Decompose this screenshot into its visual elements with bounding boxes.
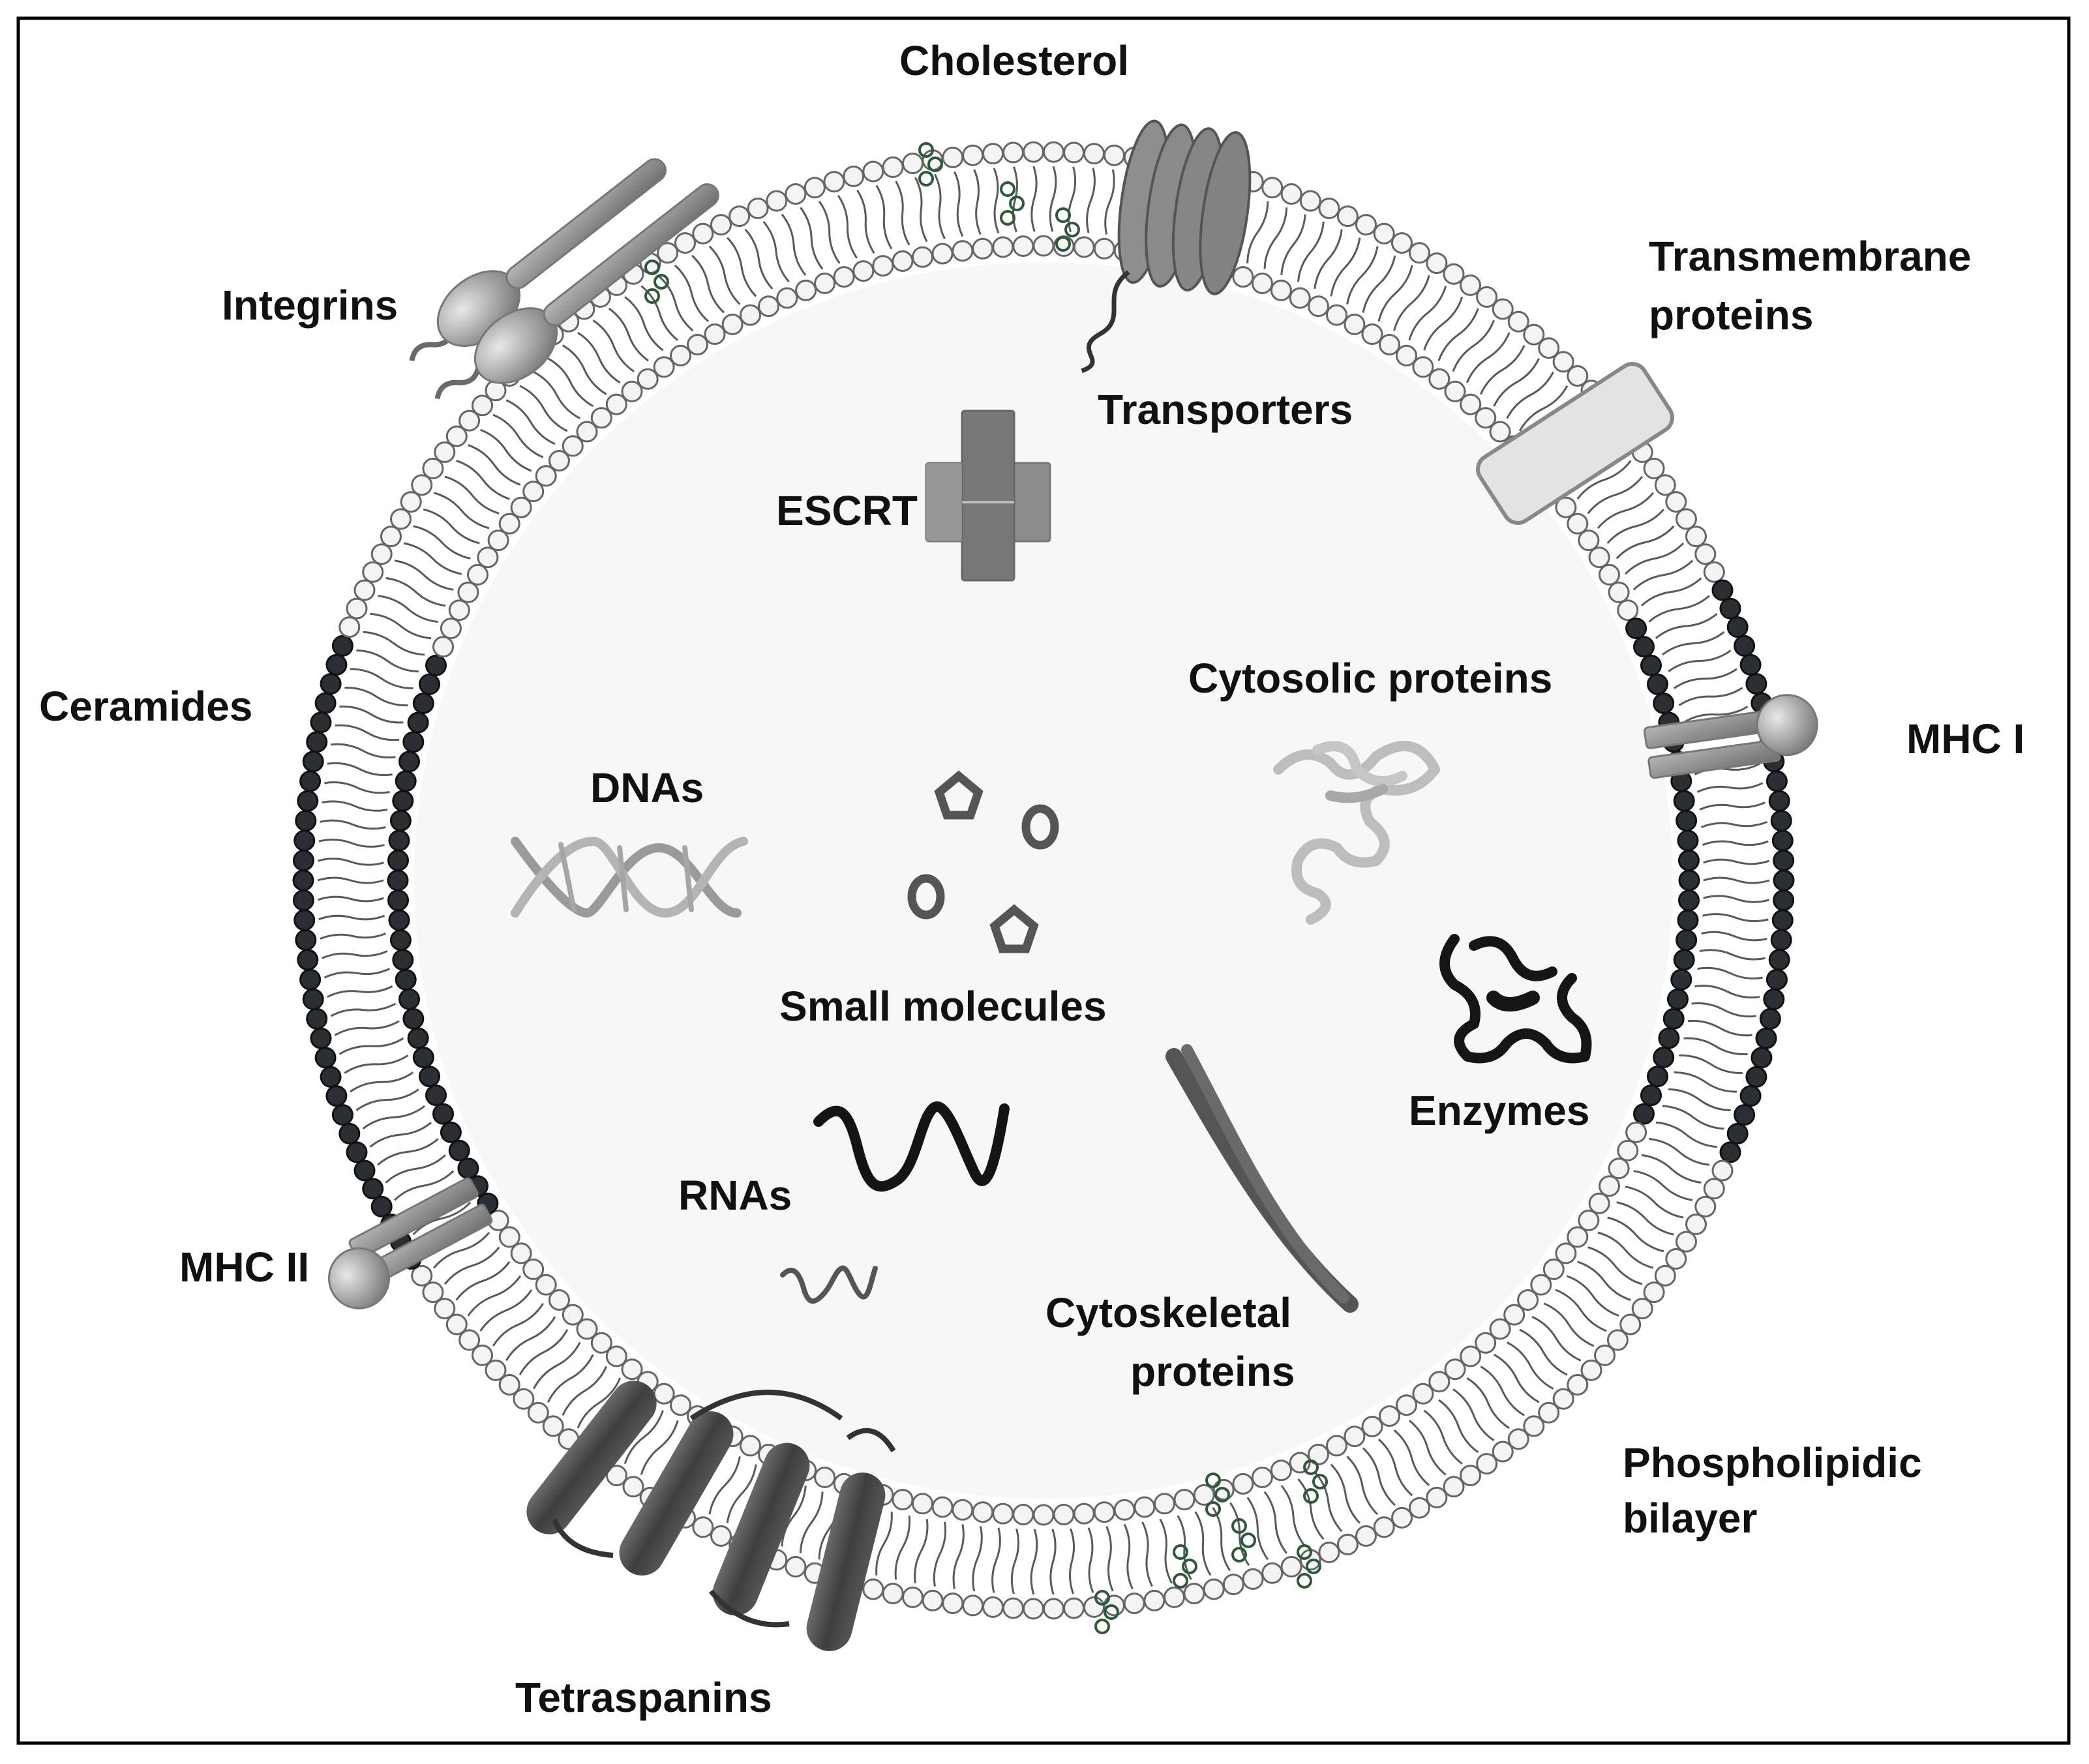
diagram-labels: Cholesterol Integrins Transmembrane prot… bbox=[39, 37, 2024, 1721]
label-dnas: DNAs bbox=[590, 764, 704, 811]
enzyme-icon bbox=[1439, 934, 1592, 1064]
label-cytoskeletal-line2: proteins bbox=[1130, 1348, 1295, 1395]
tetraspanin-icon bbox=[526, 1381, 896, 1651]
cytosolic-protein-icon bbox=[1273, 741, 1440, 925]
label-cholesterol: Cholesterol bbox=[899, 37, 1129, 84]
label-transporters: Transporters bbox=[1098, 386, 1353, 433]
label-small-molecules: Small molecules bbox=[779, 983, 1107, 1030]
label-phospholipidic-line2: bilayer bbox=[1623, 1495, 1757, 1542]
label-tetraspanins: Tetraspanins bbox=[515, 1674, 772, 1721]
label-enzymes: Enzymes bbox=[1409, 1087, 1589, 1134]
vesicle-lumen bbox=[414, 262, 1673, 1499]
escrt-icon bbox=[925, 410, 1051, 582]
label-cytoskeletal-line1: Cytoskeletal bbox=[1045, 1289, 1291, 1336]
figure-frame bbox=[16, 16, 2071, 1745]
label-rnas: RNAs bbox=[678, 1172, 792, 1219]
cholesterol-molecules bbox=[644, 142, 1328, 1634]
label-escrt: ESCRT bbox=[776, 487, 918, 534]
label-mhc2: MHC II bbox=[179, 1244, 309, 1291]
label-cytosolic-proteins: Cytosolic proteins bbox=[1188, 655, 1552, 702]
small-molecule-icon bbox=[907, 770, 1059, 953]
label-transmembrane-line1: Transmembrane bbox=[1649, 233, 1971, 280]
cytoskeletal-filament-icon bbox=[1165, 1044, 1359, 1313]
label-integrins: Integrins bbox=[222, 282, 398, 329]
mhc2-icon bbox=[327, 1177, 493, 1309]
transporter-icon bbox=[1081, 119, 1252, 373]
transmembrane-protein-icon bbox=[1476, 362, 1674, 525]
rna-strand-icon bbox=[780, 1101, 1010, 1304]
phospholipid-bilayer bbox=[287, 136, 1800, 1625]
dna-helix-icon bbox=[511, 836, 748, 918]
label-phospholipidic-line1: Phospholipidic bbox=[1623, 1439, 1922, 1486]
mhc1-icon bbox=[1643, 694, 1818, 779]
label-mhc1: MHC I bbox=[1906, 715, 2024, 762]
label-transmembrane-line2: proteins bbox=[1649, 292, 1813, 338]
label-ceramides: Ceramides bbox=[39, 683, 252, 730]
lipid-tails bbox=[317, 166, 1770, 1595]
integrin-icon bbox=[409, 158, 719, 400]
